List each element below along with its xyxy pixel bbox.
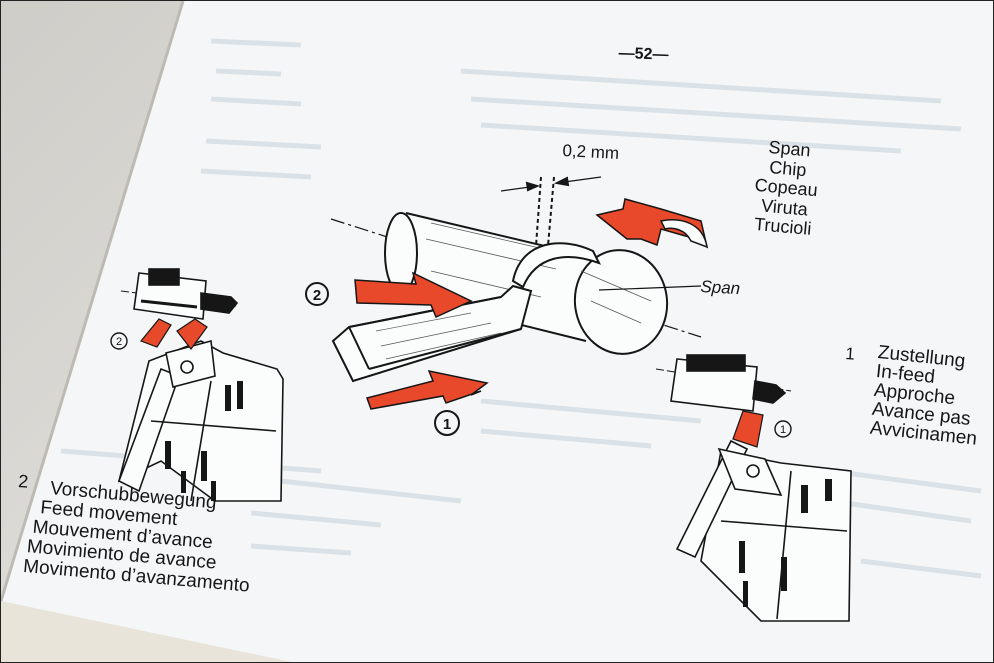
page-edge-shadow: [1, 601, 292, 662]
infeed-arrow-1: [366, 369, 489, 410]
dimension-label: 0,2 mm: [562, 141, 620, 163]
chip-labels: Span Chip Copeau Viruta Trucioli: [751, 137, 822, 240]
feed-arrow-2: [354, 271, 473, 319]
cylinder-workpiece-icon: [393, 215, 591, 341]
page-number: —52—: [618, 45, 669, 64]
svg-text:2: 2: [116, 336, 122, 348]
feed-number: 2: [17, 471, 29, 492]
turning-diagram: [330, 176, 702, 383]
svg-text:1: 1: [780, 424, 786, 436]
feed-labels: Vorschubbewegung Feed movement Mouvement…: [22, 478, 257, 597]
orange-arrows: [354, 198, 709, 410]
circled-number-icon: 2 1: [305, 282, 460, 436]
svg-text:1: 1: [443, 416, 451, 433]
span-label: Span: [700, 277, 741, 299]
chip-curl: [511, 242, 602, 289]
svg-text:2: 2: [313, 287, 321, 304]
left-tool-holder-diagram: [117, 268, 284, 502]
right-tool-holder-diagram: [655, 354, 852, 622]
infeed-labels: Zustellung In-feed Approche Avance pas A…: [869, 342, 986, 450]
infeed-number: 1: [844, 344, 856, 364]
